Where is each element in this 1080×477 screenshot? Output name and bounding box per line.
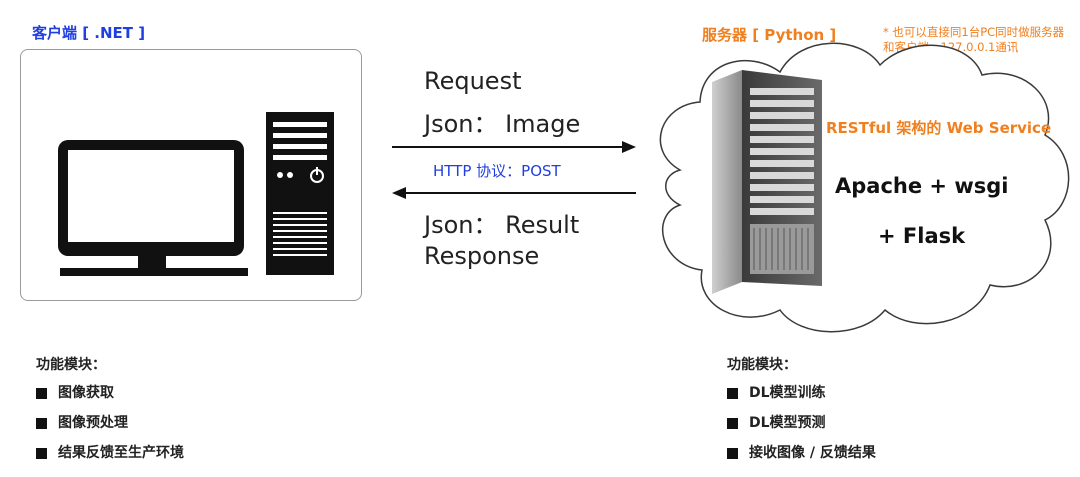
list-item: DL模型预测 [727, 408, 876, 438]
square-bullet-icon [36, 387, 47, 399]
server-features-title: 功能模块： [727, 357, 797, 373]
square-bullet-icon [727, 447, 738, 459]
square-bullet-icon [36, 417, 47, 429]
server-rack-icon [712, 70, 822, 294]
request-json-label: Json： Image [424, 110, 581, 138]
response-arrow [392, 187, 636, 199]
request-label: Request [424, 67, 522, 95]
client-box [20, 49, 362, 301]
square-bullet-icon [36, 447, 47, 459]
server-title: 服务器 [ Python ] [702, 26, 837, 44]
rest-label: RESTful 架构的 Web Service [826, 119, 1052, 137]
square-bullet-icon [727, 417, 738, 429]
response-label: Response [424, 242, 540, 270]
list-item: 图像获取 [36, 378, 184, 408]
request-arrow [392, 141, 636, 153]
stack-flask-label: + Flask [878, 224, 966, 248]
stack-apache-label: Apache + wsgi [835, 174, 1009, 198]
list-item: 结果反馈至生产环境 [36, 438, 184, 468]
list-item: 图像预处理 [36, 408, 184, 438]
server-features-list: DL模型训练 DL模型预测 接收图像 / 反馈结果 [727, 378, 876, 468]
client-title: 客户端 [ .NET ] [32, 24, 146, 42]
client-features-title: 功能模块： [36, 357, 106, 373]
client-features-list: 图像获取 图像预处理 结果反馈至生产环境 [36, 378, 184, 468]
desktop-computer-icon [58, 112, 334, 276]
square-bullet-icon [727, 387, 738, 399]
list-item: 接收图像 / 反馈结果 [727, 438, 876, 468]
protocol-label: HTTP 协议：POST [433, 162, 561, 180]
response-json-label: Json： Result [424, 211, 580, 239]
list-item: DL模型训练 [727, 378, 876, 408]
tower-icon [266, 112, 334, 275]
